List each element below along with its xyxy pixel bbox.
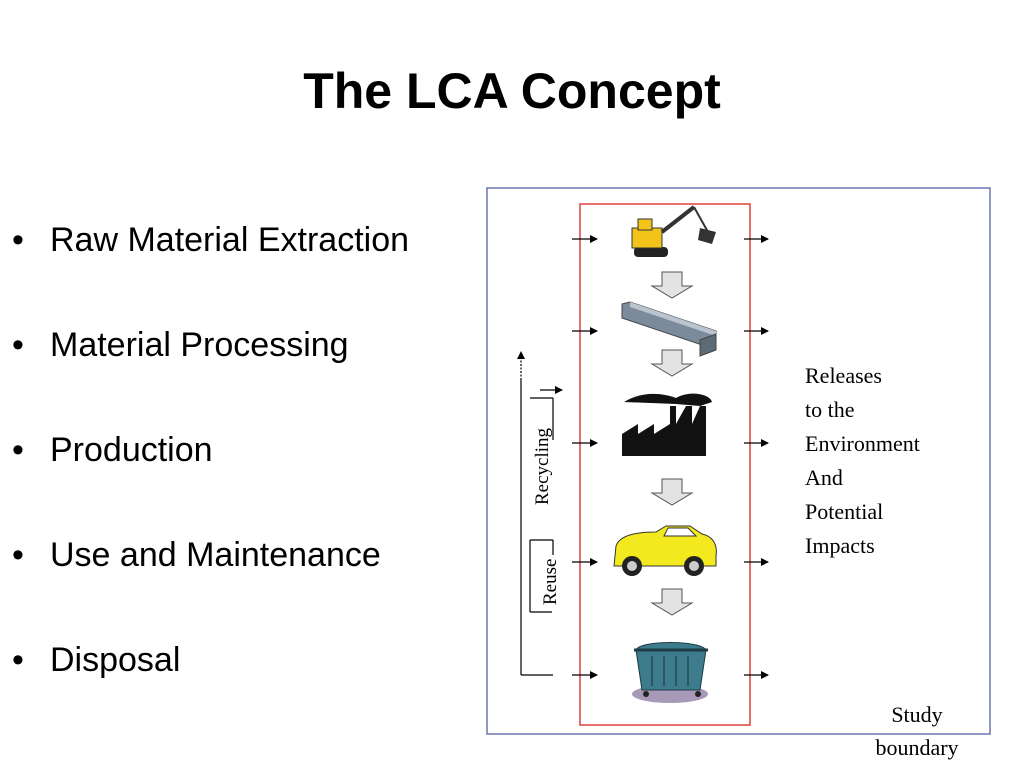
bullet-label: Production bbox=[50, 431, 213, 469]
releases-line: Impacts bbox=[805, 533, 875, 558]
bullet-item: •Material Processing bbox=[12, 319, 409, 424]
boundary-line: Study bbox=[891, 702, 942, 727]
release-arrows bbox=[744, 235, 769, 679]
slide-title: The LCA Concept bbox=[303, 63, 721, 119]
releases-line: Releases bbox=[805, 363, 882, 388]
recycling-loop bbox=[517, 351, 553, 676]
bullet-item: •Use and Maintenance bbox=[12, 529, 409, 634]
excavator-icon bbox=[631, 205, 716, 257]
car-icon bbox=[613, 525, 717, 576]
recycling-label: Recycling bbox=[532, 427, 553, 505]
releases-line: Potential bbox=[805, 499, 883, 524]
dumpster-icon bbox=[632, 642, 708, 703]
study-boundary-box bbox=[486, 187, 991, 735]
releases-line: to the bbox=[805, 397, 855, 422]
study-boundary-label: Study boundary bbox=[875, 702, 958, 760]
bullet-item: •Raw Material Extraction bbox=[12, 214, 409, 319]
bullet-label: Disposal bbox=[50, 641, 181, 679]
lifecycle-stage-list: •Raw Material Extraction •Material Proce… bbox=[12, 214, 409, 739]
releases-text: Releases to the Environment And Potentia… bbox=[805, 363, 920, 558]
factory-icon bbox=[622, 393, 712, 456]
reuse-loop bbox=[529, 539, 554, 613]
releases-line: And bbox=[805, 465, 843, 490]
reuse-label: Reuse bbox=[540, 559, 561, 605]
releases-line: Environment bbox=[805, 431, 920, 456]
bullet-label: Raw Material Extraction bbox=[50, 221, 410, 259]
bullet-label: Material Processing bbox=[50, 326, 349, 364]
bullet-item: •Disposal bbox=[12, 634, 409, 739]
boundary-line: boundary bbox=[875, 735, 958, 760]
input-arrows bbox=[572, 235, 598, 679]
system-boundary-box bbox=[579, 203, 751, 726]
recycling-tail bbox=[530, 386, 563, 440]
bullet-label: Use and Maintenance bbox=[50, 536, 381, 574]
bullet-item: •Production bbox=[12, 424, 409, 529]
steel-beam-icon bbox=[621, 301, 717, 357]
flow-arrows bbox=[650, 271, 694, 616]
